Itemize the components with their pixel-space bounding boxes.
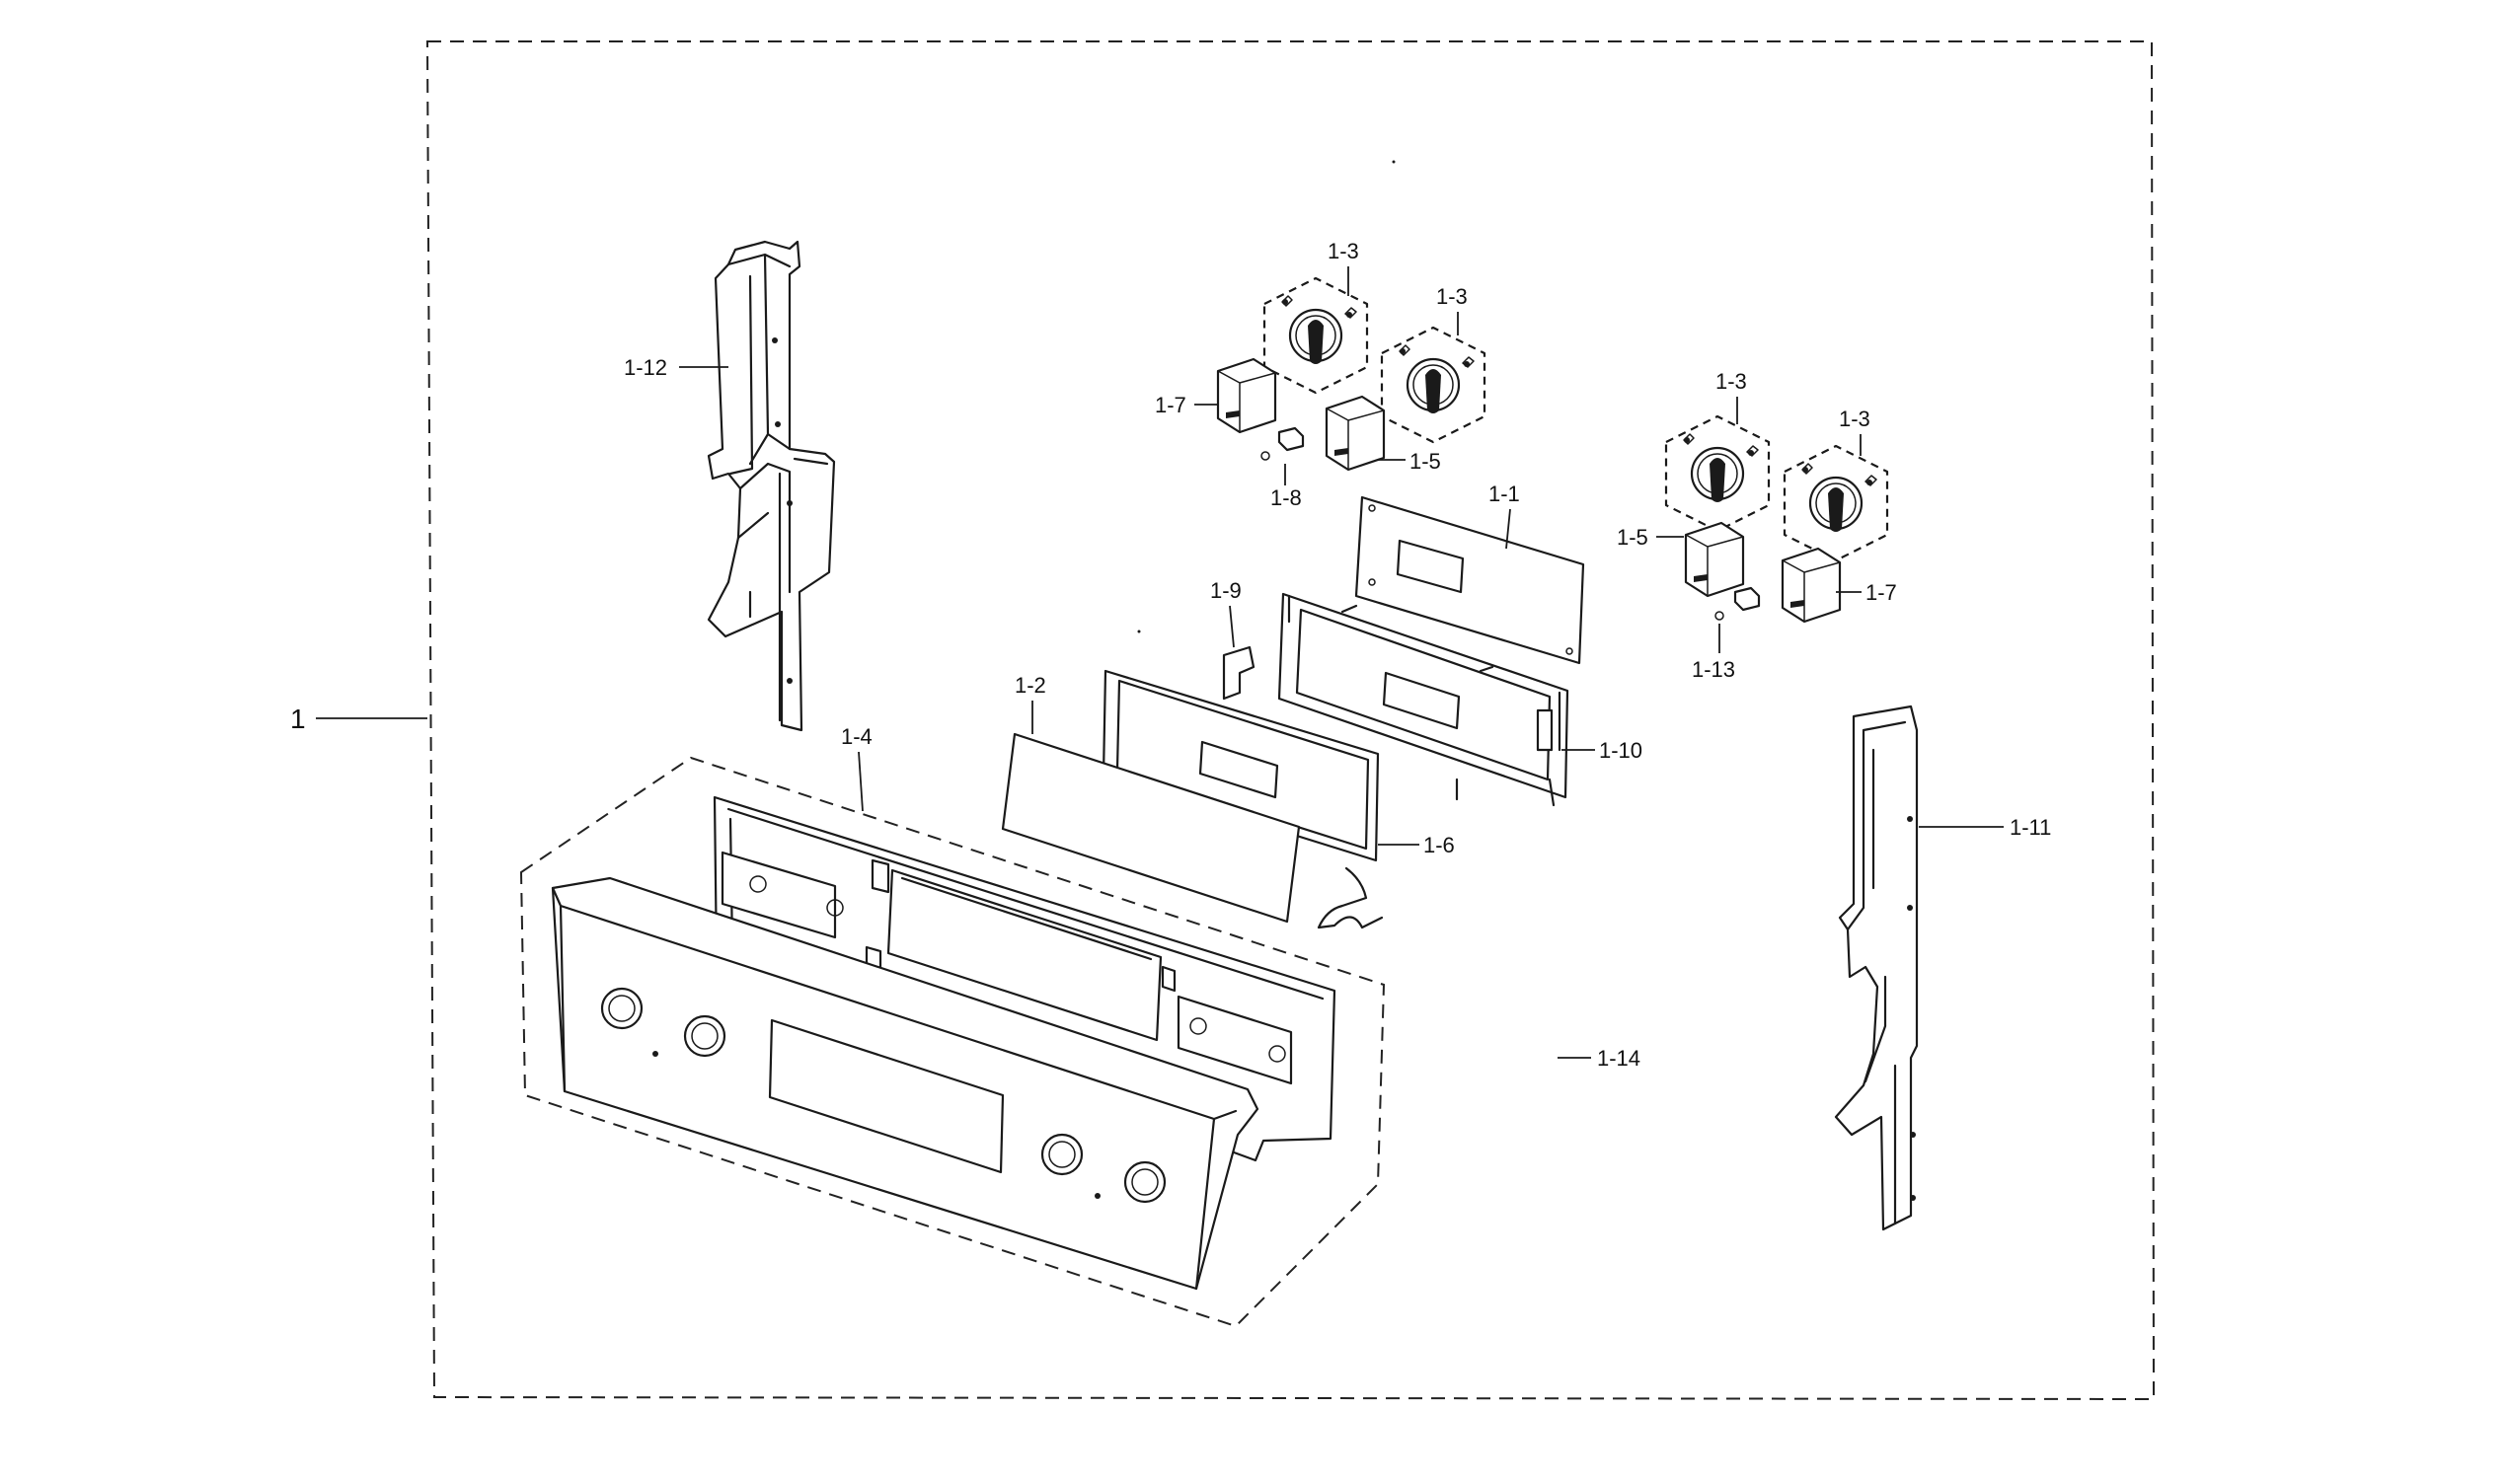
board-bracket — [1277, 592, 1569, 807]
label-1-9: 1-9 — [1210, 578, 1242, 603]
sub-assembly-boundary — [519, 756, 1386, 1328]
label-1-3-b: 1-3 — [1436, 284, 1468, 309]
side-bracket-left — [707, 240, 836, 732]
label-1-5-b: 1-5 — [1617, 525, 1648, 550]
display-frame — [1102, 669, 1384, 929]
label-assembly-1: 1 — [290, 704, 306, 734]
control-knob-icon — [683, 1014, 726, 1058]
control-knob-icon — [600, 987, 644, 1030]
control-board — [1354, 495, 1585, 665]
knob-bracket-icon — [1781, 547, 1842, 624]
assembly-boundary — [425, 40, 2156, 1401]
control-knob-icon — [1783, 444, 1889, 562]
label-1-2: 1-2 — [1015, 673, 1046, 698]
label-1-3-d: 1-3 — [1839, 407, 1870, 431]
control-knob-icon — [1123, 1160, 1167, 1204]
control-knob-icon — [1262, 276, 1369, 395]
label-1-5-a: 1-5 — [1409, 449, 1441, 474]
clip-icon — [1714, 586, 1761, 621]
clip-bracket — [1222, 645, 1256, 701]
control-knob-icon — [1664, 414, 1771, 533]
label-1-14: 1-14 — [1597, 1046, 1640, 1071]
display-lens — [1001, 732, 1301, 924]
label-1-4: 1-4 — [841, 724, 873, 749]
control-knob-icon — [1380, 326, 1486, 444]
label-1-7-b: 1-7 — [1865, 580, 1897, 605]
clip-icon — [1260, 426, 1305, 461]
label-1-11: 1-11 — [2010, 815, 2051, 840]
side-bracket-right — [1834, 705, 1919, 1231]
label-1-10: 1-10 — [1599, 738, 1642, 763]
label-1-6: 1-6 — [1423, 833, 1455, 857]
knob-bracket-icon — [1216, 357, 1277, 434]
control-knob-icon — [1040, 1133, 1084, 1176]
label-1-8: 1-8 — [1270, 485, 1302, 510]
control-panel-front — [551, 876, 1259, 1291]
knob-bracket-icon — [1684, 521, 1745, 598]
label-1-13: 1-13 — [1692, 657, 1735, 682]
label-1-3-a: 1-3 — [1328, 239, 1359, 263]
label-1-12: 1-12 — [624, 355, 667, 380]
label-1-7-a: 1-7 — [1155, 393, 1186, 417]
knob-bracket-icon — [1325, 395, 1386, 472]
label-1-3-c: 1-3 — [1715, 369, 1747, 394]
label-1-1: 1-1 — [1488, 482, 1520, 506]
